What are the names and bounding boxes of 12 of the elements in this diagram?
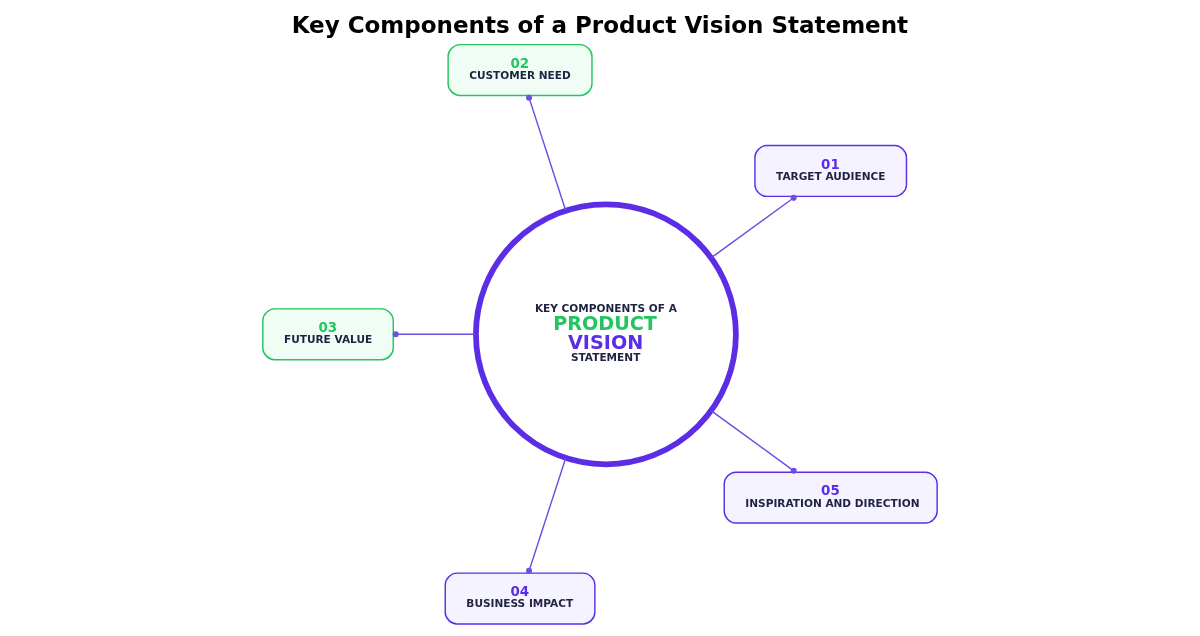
node-box: 04 BUSINESS IMPACT: [444, 572, 596, 625]
connector: [710, 410, 797, 474]
connector: [392, 331, 477, 338]
node-box: 01 TARGET AUDIENCE: [754, 144, 908, 198]
connector: [526, 94, 567, 211]
diagram-title: Key Components of a Product Vision Statement: [291, 12, 909, 39]
node-box: 03 FUTURE VALUE: [262, 308, 394, 361]
node-box: 05 INSPIRATION AND DIRECTION: [723, 471, 938, 524]
connector: [710, 194, 797, 259]
node-box: 02 CUSTOMER NEED: [447, 43, 593, 97]
node-circle: KEY COMPONENTS OF A PRODUCT VISION STATEMENT: [473, 201, 739, 468]
connector: [526, 457, 567, 574]
